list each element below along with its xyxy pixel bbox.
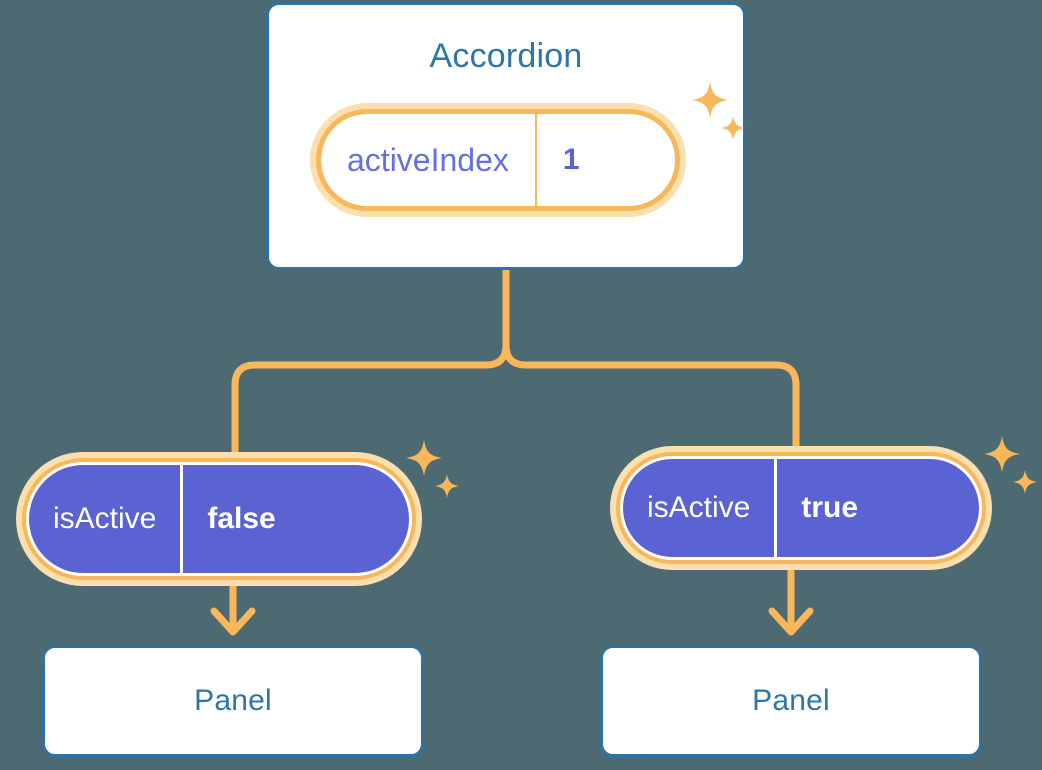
sparkle-icon-large [984, 436, 1020, 472]
prop-key-is-active-right: isActive [647, 491, 751, 524]
prop-badge-ring: activeIndex 1 [316, 109, 680, 211]
prop-badge-is-active-false[interactable]: isActive false [16, 452, 422, 586]
panel-card-title-right: Panel [752, 684, 830, 717]
sparkle-icon-small [435, 474, 459, 498]
prop-key-active-index: activeIndex [347, 141, 509, 178]
prop-badge-is-active-true[interactable]: isActive true [610, 446, 992, 570]
prop-badge-ring: isActive true [616, 452, 986, 564]
accordion-card-title: Accordion [429, 37, 583, 75]
prop-key-is-active-left: isActive [53, 502, 157, 535]
prop-value-active-index: 1 [534, 114, 606, 206]
prop-badge-ring: isActive false [22, 458, 416, 580]
prop-value-is-active-right: true [774, 459, 882, 557]
panel-component-card-right[interactable]: Panel [600, 645, 982, 757]
prop-badge-inner: activeIndex 1 [321, 114, 675, 206]
sparkle-icon-large [406, 440, 442, 476]
arrow-down-icon-left [210, 607, 256, 636]
prop-badge-inner: isActive false [26, 462, 412, 576]
prop-value-is-active-left: false [180, 465, 299, 573]
arrow-down-icon-right [768, 607, 814, 636]
connector-branch-right [502, 341, 800, 460]
prop-badge-inner: isActive true [620, 456, 982, 560]
prop-badge-active-index[interactable]: activeIndex 1 [310, 103, 686, 217]
panel-component-card-left[interactable]: Panel [42, 645, 424, 757]
sparkle-icon-small [1013, 470, 1037, 494]
connector-branch-left [231, 341, 510, 466]
panel-card-title-left: Panel [194, 684, 272, 717]
